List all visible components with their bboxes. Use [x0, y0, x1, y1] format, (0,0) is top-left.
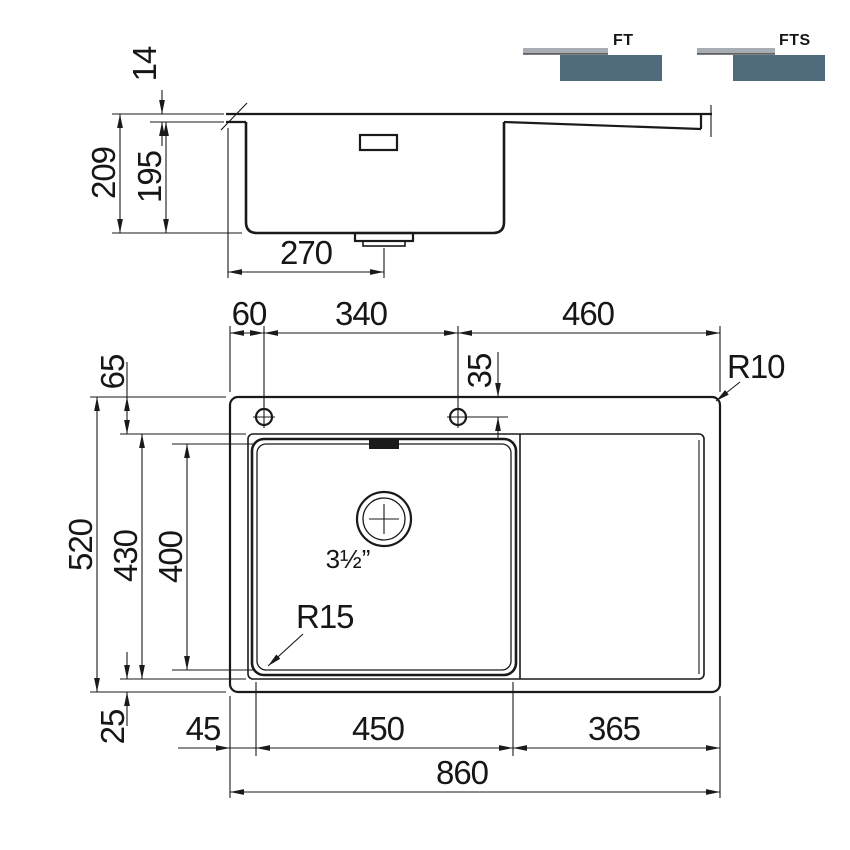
sink-outer-outline — [228, 395, 722, 694]
drainboard-bottom-line — [503, 120, 702, 131]
dim-hole-inset: 35 — [461, 352, 508, 440]
overflow-section — [358, 133, 399, 152]
dim-hole2-to-edge-label: 460 — [562, 295, 615, 332]
dim-bowl-depth: 195 — [131, 122, 169, 233]
fts-counter-block — [733, 55, 825, 81]
dim-rim-thickness-label: 14 — [126, 46, 163, 81]
dim-rim-thickness: 14 — [112, 46, 224, 146]
mount-type-ft: FT — [523, 32, 662, 81]
mount-type-fts: FTS — [697, 32, 825, 81]
dim-drainboard-width-label: 365 — [588, 710, 640, 747]
dim-overall-depth-label: 520 — [62, 518, 99, 571]
bowl-inner-outline — [256, 443, 512, 671]
dim-bottom-inset-label: 25 — [94, 710, 131, 745]
drain-hole — [355, 490, 413, 548]
left-break-tick — [220, 102, 248, 131]
bowl-section-outline — [244, 122, 506, 235]
bowl-radius-label: R15 — [296, 598, 354, 635]
dim-bowl-width-label: 450 — [352, 710, 405, 747]
dim-left-inset-label: 45 — [186, 710, 221, 747]
overflow-slot — [369, 440, 399, 449]
faucet-hole-2 — [447, 406, 469, 428]
outer-radius-label: R10 — [727, 348, 785, 385]
dim-drain-offset-label: 270 — [280, 234, 333, 271]
fts-flange — [697, 48, 775, 54]
dim-bottom-rows: 45 450 365 860 — [178, 682, 721, 798]
dim-top-row: 60 340 460 — [229, 295, 721, 407]
ft-counter-block — [560, 55, 662, 81]
dim-hole-inset-label: 35 — [461, 354, 498, 389]
dim-left-column: 520 430 400 65 25 — [62, 355, 255, 745]
dim-edge-to-hole1-label: 60 — [232, 295, 267, 332]
plan-view: 3½” R10 R15 60 340 460 35 — [62, 295, 786, 798]
dim-drain-offset: 270 — [227, 128, 385, 278]
fts-label: FTS — [779, 32, 811, 49]
ft-flange — [523, 48, 608, 54]
dim-total-depth: 209 — [85, 114, 242, 234]
dim-overall-width-label: 860 — [436, 754, 489, 791]
ft-label: FT — [613, 32, 634, 49]
dim-bowl-inner-depth-label: 400 — [152, 530, 189, 583]
dim-top-inset-label: 65 — [94, 355, 131, 390]
callout-bowl-radius: R15 — [267, 598, 355, 667]
drain-size-label: 3½” — [326, 544, 371, 574]
dim-hole-spacing-label: 340 — [335, 295, 388, 332]
dim-total-depth-label: 209 — [85, 147, 122, 199]
dim-recess-depth-label: 430 — [107, 529, 144, 582]
recess-outline — [247, 433, 705, 680]
callout-outer-radius: R10 — [715, 348, 786, 402]
side-view: 14 209 195 270 — [85, 46, 712, 278]
bowl-outer-outline — [250, 437, 518, 677]
faucet-hole-1 — [253, 406, 275, 428]
drain-stub-inner — [362, 240, 406, 247]
dim-bowl-depth-label: 195 — [131, 151, 168, 203]
